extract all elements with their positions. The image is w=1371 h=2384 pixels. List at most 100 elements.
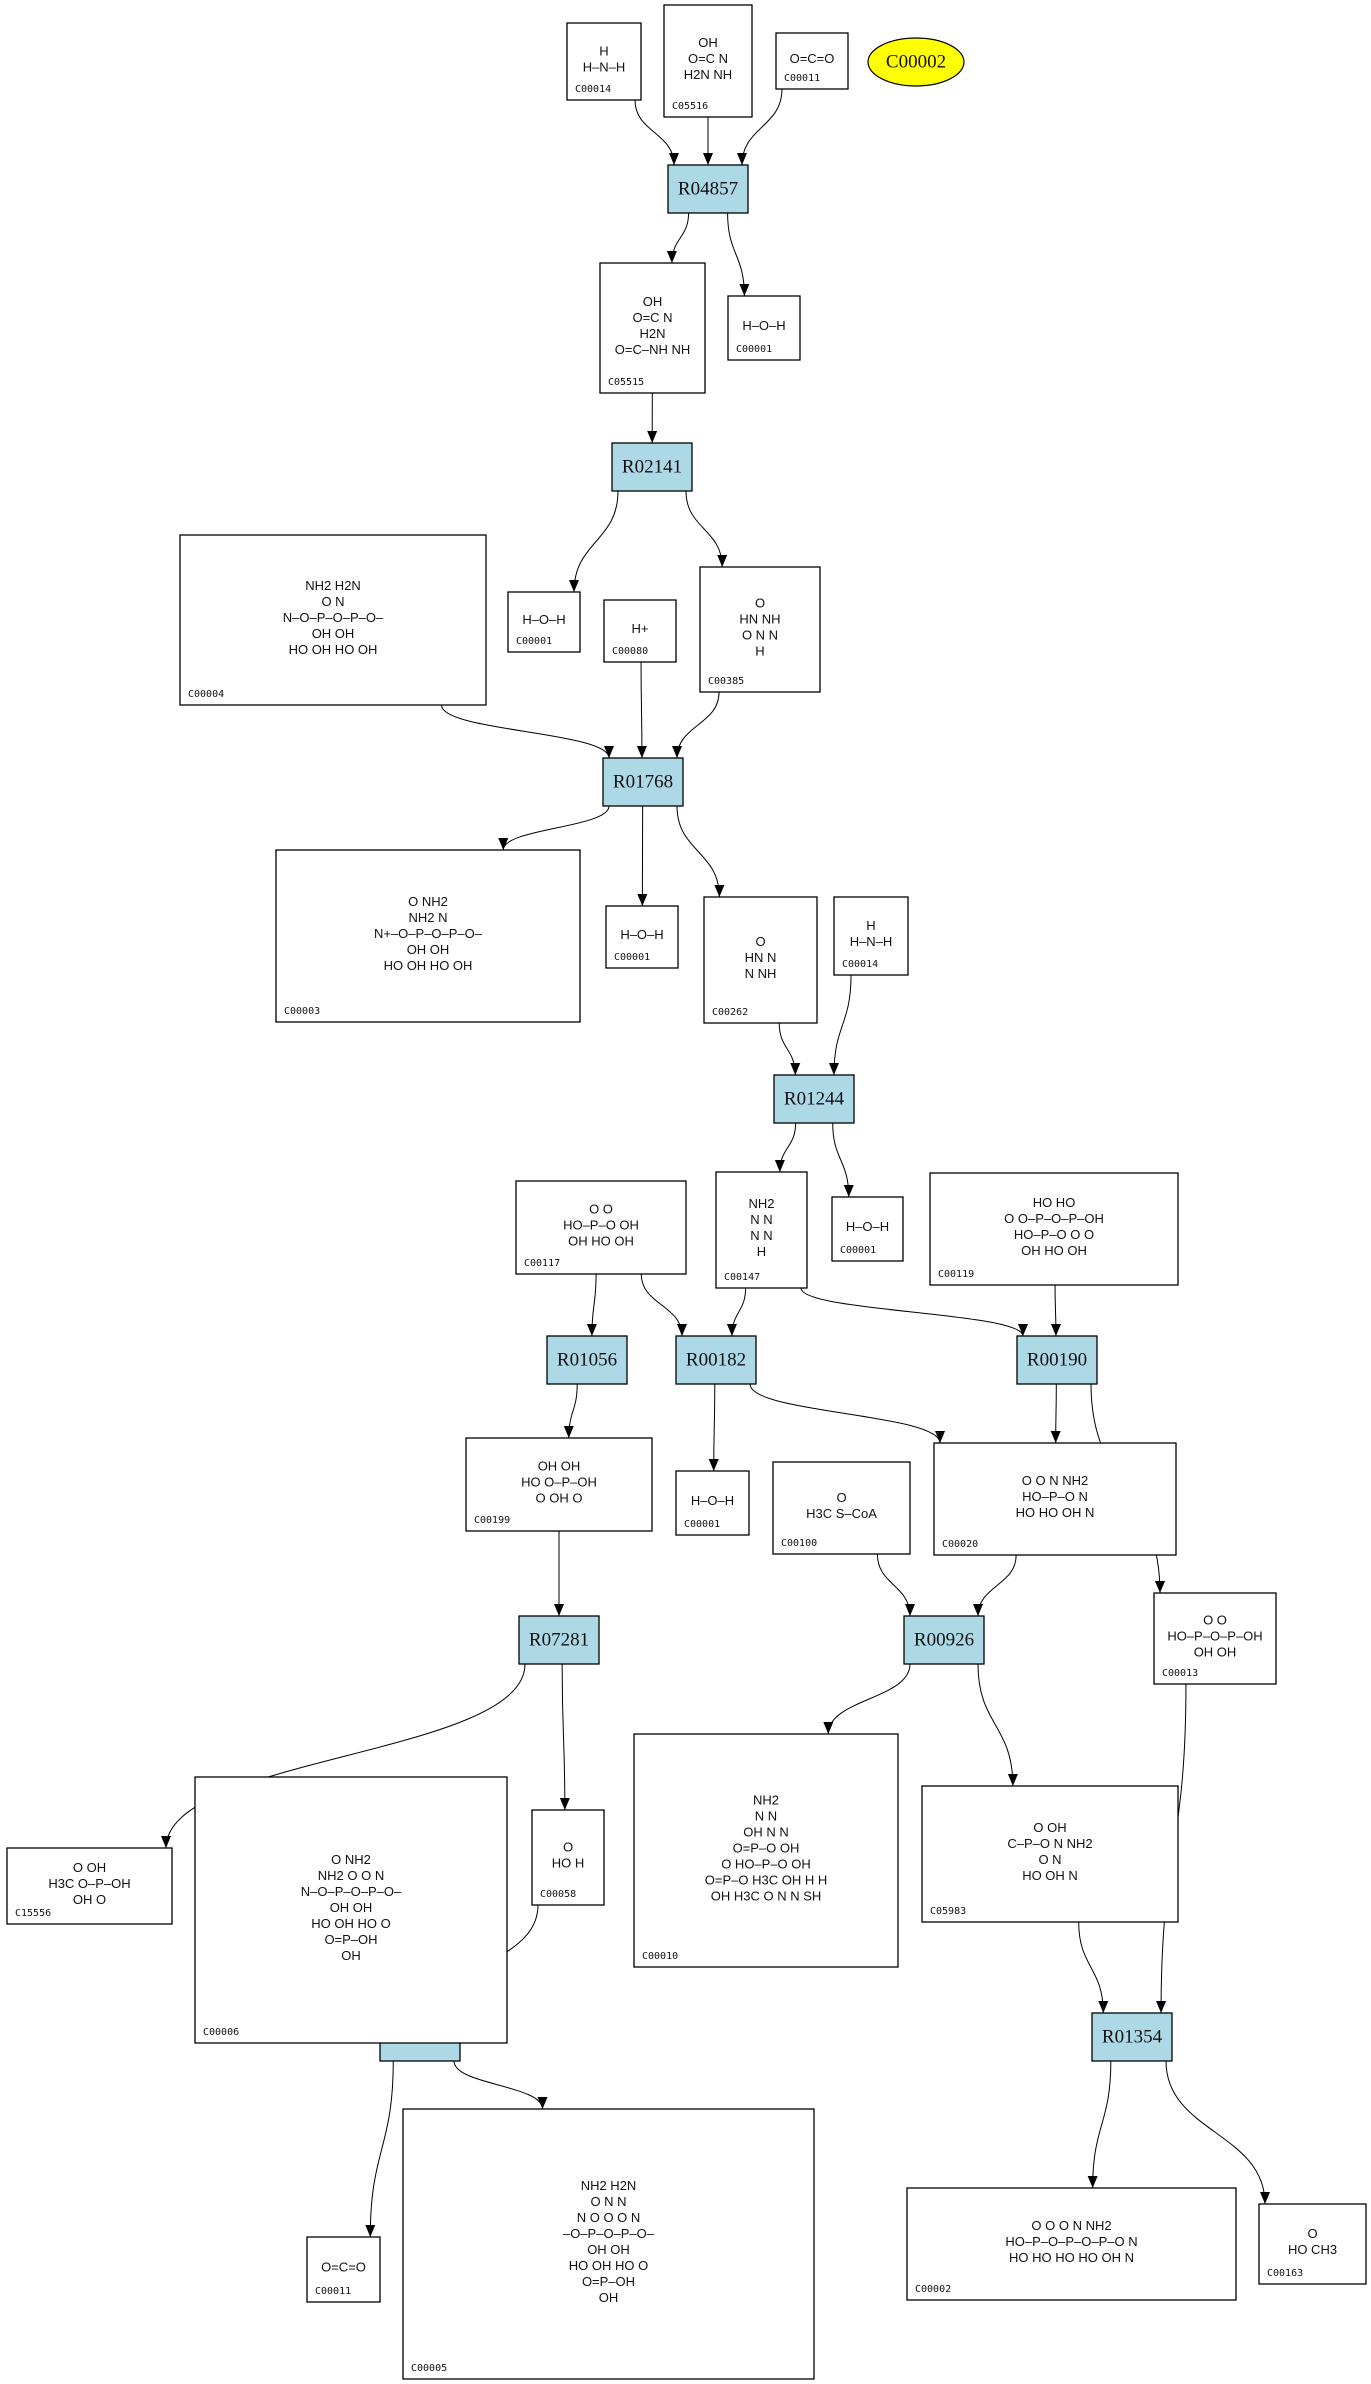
structure-line: H–N–H [583, 59, 626, 74]
structure-line: C–P–O N NH2 [1007, 1836, 1092, 1851]
structure-line: NH2 H2N [305, 578, 361, 593]
arrowhead-icon [737, 153, 747, 165]
arrowhead-icon [1260, 2192, 1270, 2204]
reaction-node-r01768[interactable]: R01768 [602, 757, 684, 807]
compound-box [566, 22, 642, 101]
structure-line: O O [1203, 1612, 1227, 1627]
structure-line: O HO–P–O OH [721, 1856, 811, 1871]
reaction-node-r04857[interactable]: R04857 [667, 164, 749, 214]
reaction-label: R07281 [529, 1630, 589, 1651]
compound-id-label: C00010 [642, 1951, 678, 1962]
compound-id-label: C00014 [842, 959, 878, 970]
compound-box [833, 896, 909, 976]
structure-line: OH OH [1194, 1644, 1237, 1659]
structure-line: H2N NH [684, 67, 732, 82]
structure-line: O=C=O [321, 2259, 366, 2274]
arrowhead-icon [774, 1160, 785, 1172]
reaction-node-r00190[interactable]: R00190 [1016, 1335, 1098, 1385]
edges-layer [161, 88, 1270, 2238]
compound-box [906, 2187, 1237, 2301]
structure-line: HN NH [739, 611, 780, 626]
structure-line: O=P–O H3C OH H H [705, 1872, 827, 1887]
compound-id-label: C00001 [516, 636, 552, 647]
reaction-box [602, 757, 684, 807]
reaction-box [1091, 2012, 1173, 2062]
compound-id-label: C00001 [736, 344, 772, 355]
structure-line: HO OH HO OH [289, 642, 378, 657]
structure-line: HO HO OH N [1016, 1505, 1095, 1520]
compound-node-c00011[interactable]: O=C=O C00011 [306, 2236, 381, 2303]
arrowhead-icon [669, 153, 679, 165]
structure-line: OH OH [587, 2242, 630, 2257]
reaction-box [611, 442, 693, 492]
highlighted-compound-badge[interactable]: C00002 [867, 37, 965, 87]
structure-line: HO OH HO O [311, 1916, 390, 1931]
arrowhead-icon [636, 746, 647, 758]
structure-line: OH N N [743, 1824, 789, 1839]
compound-id-label: C00006 [203, 2027, 239, 2038]
compound-id-label: C00004 [188, 689, 224, 700]
reaction-box [1016, 1335, 1098, 1385]
compound-id-label: C00013 [1162, 1668, 1198, 1679]
structure-line: N N [750, 1212, 772, 1227]
arrowhead-icon [790, 1063, 801, 1075]
reaction-label: R01056 [557, 1350, 617, 1371]
arrowhead-icon [726, 1324, 737, 1336]
compound-id-label: C00100 [781, 1538, 817, 1549]
reaction-node-r00926[interactable]: R00926 [903, 1615, 985, 1665]
reaction-node-r07281[interactable]: R07281 [518, 1615, 600, 1665]
structure-line: O=C–NH NH [615, 342, 691, 357]
structure-line: O O O N NH2 [1031, 2218, 1111, 2233]
edge-R01354-to-c00163 [1165, 2060, 1266, 2205]
arrowhead-icon [647, 431, 658, 443]
reaction-node-r01056[interactable]: R01056 [546, 1335, 628, 1385]
reaction-label: R01244 [784, 1089, 845, 1110]
arrowhead-icon [1098, 2001, 1109, 2013]
structure-line: N O O O N [577, 2210, 641, 2225]
reaction-box [675, 1335, 757, 1385]
compound-id-label: C00001 [684, 1519, 720, 1530]
reaction-node-r01244[interactable]: R01244 [773, 1074, 855, 1124]
compound-id-label: C00011 [315, 2286, 351, 2297]
arrowhead-icon [1155, 1581, 1165, 1593]
arrowhead-icon [973, 1604, 983, 1616]
compound-node-c00080[interactable]: H+C00080 [603, 599, 677, 663]
reaction-node-r02141[interactable]: R02141 [611, 442, 693, 492]
reaction-node-r00182[interactable]: R00182 [675, 1335, 757, 1385]
structure-line: O OH O [536, 1490, 583, 1505]
structure-line: OH OH [330, 1900, 373, 1915]
arrowhead-icon [1018, 1324, 1028, 1336]
edge-c05983-to-R01354 [1078, 1921, 1104, 2014]
reaction-node-r01354[interactable]: R01354 [1091, 2012, 1173, 2062]
compound-id-label: C00005 [411, 2363, 447, 2374]
